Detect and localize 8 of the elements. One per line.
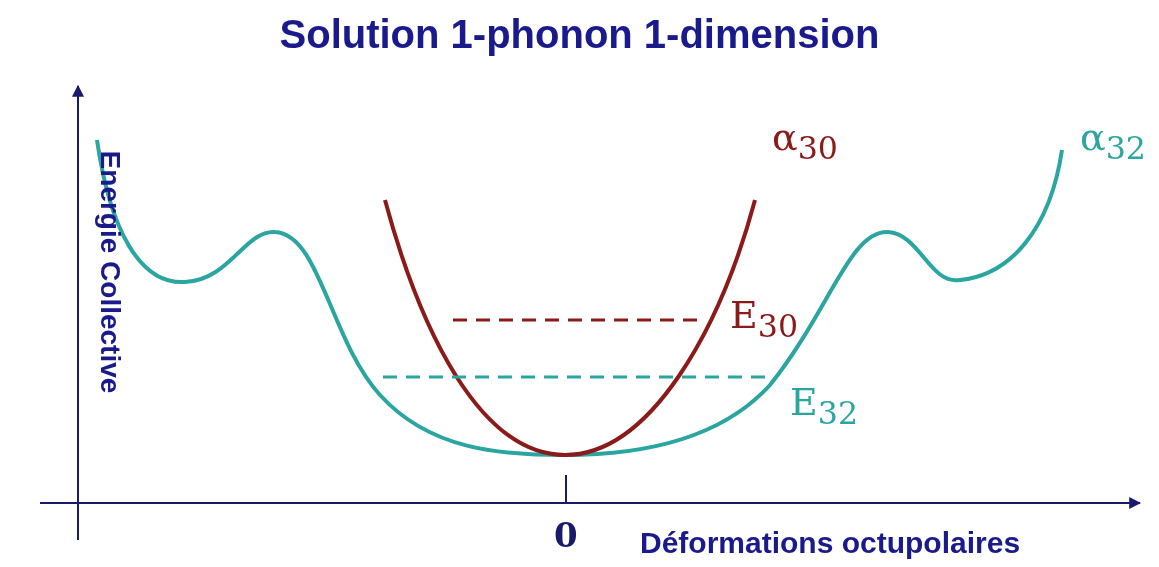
curve-label: α$_{32}$	[1080, 118, 1146, 165]
energy-label: E$_{32}$	[790, 383, 859, 430]
axis-title: Déformations octupolaires	[640, 528, 1021, 558]
axis-title: Energie Collective	[96, 149, 124, 396]
energy-label: E$_{30}$	[730, 296, 799, 343]
curve-label: α$_{30}$	[772, 118, 838, 165]
tick-label: 0	[554, 518, 578, 552]
title: Solution 1-phonon 1-dimension	[278, 14, 881, 54]
